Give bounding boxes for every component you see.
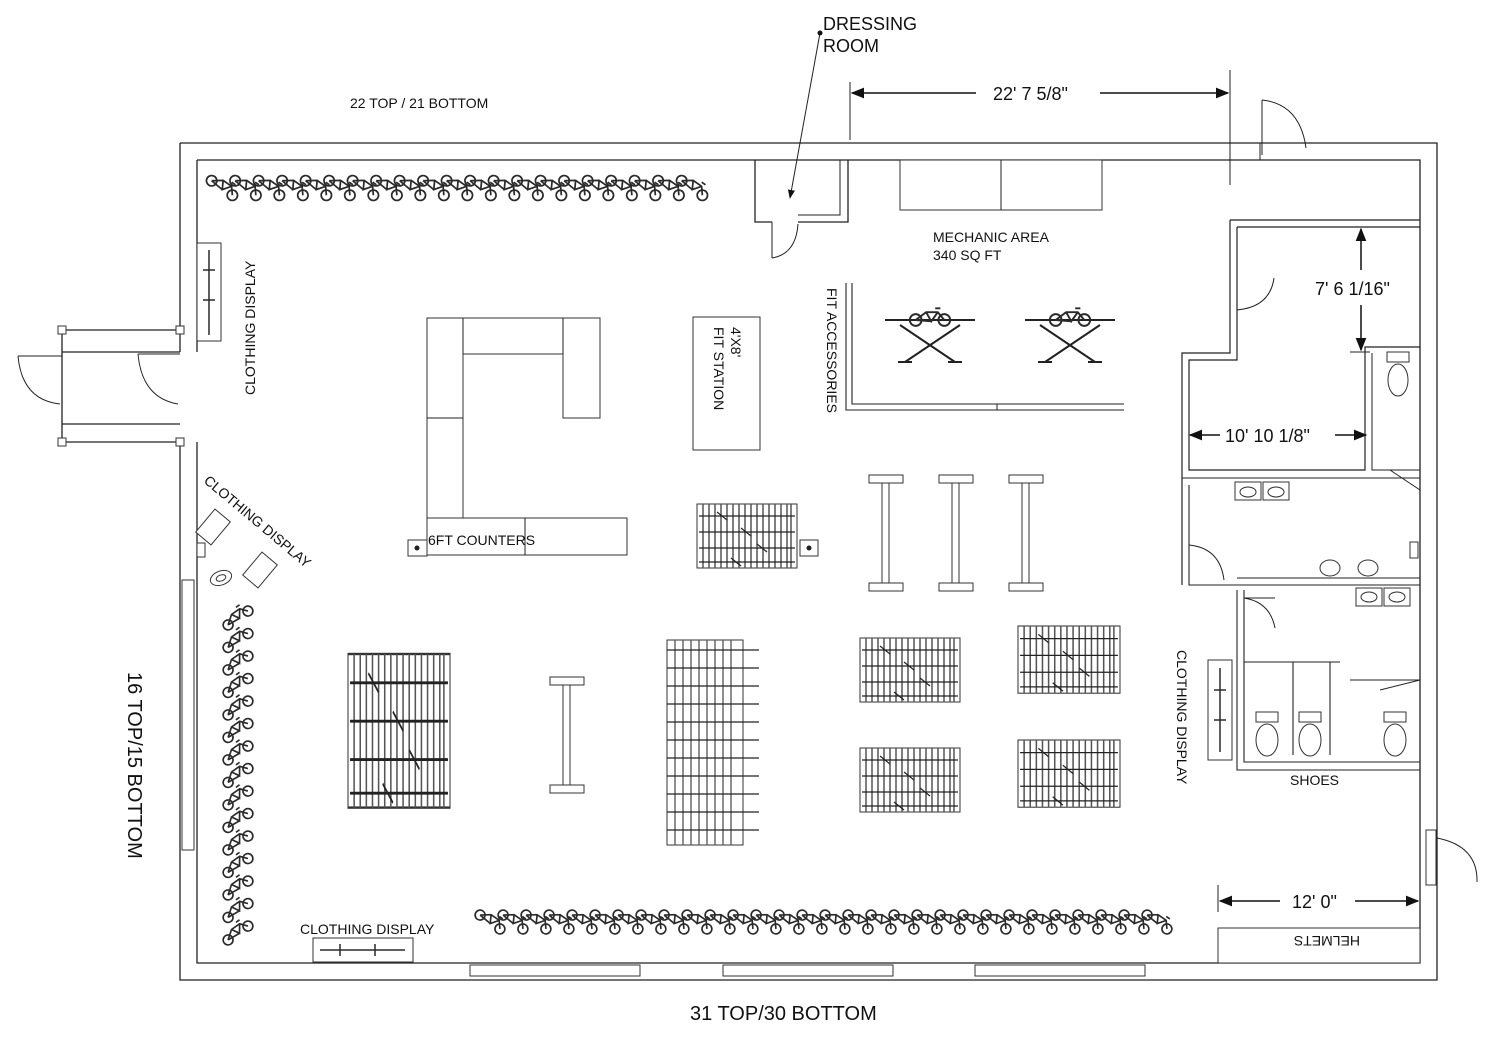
dimension-lines: [849, 70, 1421, 912]
helmets-shelf: [1217, 927, 1421, 964]
shoes-label: SHOES: [1290, 772, 1339, 788]
clothing-display-bottom: [312, 937, 414, 963]
clothing-display-left: [196, 242, 222, 342]
mechanic-area-label-1: MECHANIC AREA: [933, 229, 1050, 245]
dressing-room-label-2: ROOM: [823, 36, 879, 56]
clothing-display-right: [1207, 659, 1233, 761]
restroom-height-dim: 7' 6 1/16": [1315, 279, 1390, 299]
clothing-display-right-label: CLOTHING DISPLAY: [1174, 650, 1190, 785]
restroom-block: [1181, 99, 1478, 886]
repair-stand-1: [885, 307, 975, 363]
counters-label: 6FT COUNTERS: [428, 532, 535, 548]
toilet-2: [1255, 711, 1279, 757]
fit-station: [692, 316, 761, 451]
left-count-label: 16 TOP/15 BOTTOM: [123, 672, 145, 859]
sinks: [1234, 481, 1419, 607]
bottom-count-label: 31 TOP/30 BOTTOM: [690, 1003, 877, 1025]
dressing-room: [754, 30, 849, 259]
fit-station-label-1: 4'X8': [728, 327, 744, 357]
toilet-4: [1383, 711, 1407, 757]
entry-vestibule: [17, 325, 185, 447]
top-count-label: 22 TOP / 21 BOTTOM: [350, 95, 488, 111]
repair-stand-2: [1025, 307, 1115, 363]
toilet-1: [1386, 351, 1410, 397]
mechanic-width-dim: 22' 7 5/8": [993, 84, 1068, 104]
helmet-width-dim: 12' 0": [1292, 892, 1337, 912]
clothing-display-left-label: CLOTHING DISPLAY: [242, 260, 258, 395]
outer-walls: [179, 142, 1438, 981]
fit-accessories-label: FIT ACCESSORIES: [824, 288, 840, 413]
mechanic-area-label-2: 340 SQ FT: [933, 247, 1002, 263]
dressing-room-label-1: DRESSING: [823, 14, 917, 34]
restroom-width-dim: 10' 10 1/8": [1225, 426, 1310, 446]
clothing-display-diag: [194, 508, 279, 589]
toilet-3: [1298, 711, 1322, 757]
mechanic-area: [845, 159, 1124, 411]
bike-racks: [346, 503, 1121, 846]
helmets-label: HELMETS: [1294, 933, 1360, 949]
fit-station-label-2: FIT STATION: [711, 327, 727, 410]
counters: [407, 317, 628, 557]
clothing-display-bottom-label: CLOTHING DISPLAY: [300, 921, 435, 937]
display-stands: [549, 474, 1044, 794]
